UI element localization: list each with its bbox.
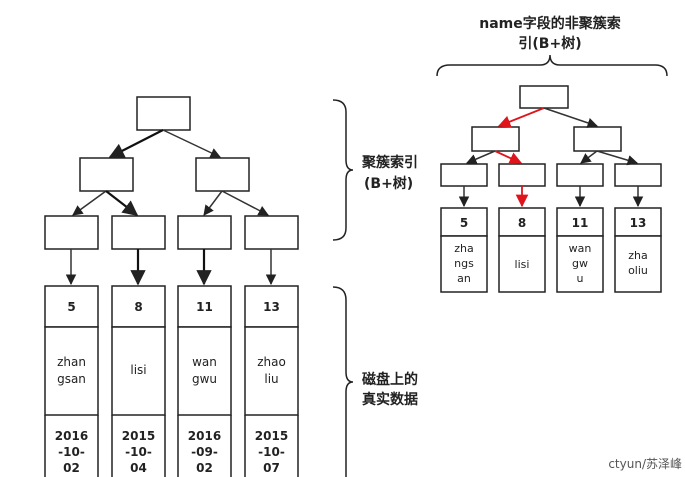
secondary-leaf-node — [498, 163, 546, 187]
data-row: 11 wan gwu 2016 -09- 02 — [177, 285, 232, 477]
row-id: 13 — [263, 300, 280, 314]
row-name: gsan — [57, 372, 86, 386]
row-name: wan — [192, 355, 217, 369]
disk-data-label: 真实数据 — [362, 391, 418, 408]
row-date: 2016 — [188, 429, 221, 443]
row-name: ngs — [454, 257, 474, 270]
secondary-internal-node-right — [573, 126, 622, 152]
data-brace — [332, 286, 354, 477]
tree-edge — [108, 129, 164, 158]
row-date: -09- — [191, 445, 218, 459]
row-name: oliu — [628, 264, 648, 277]
clustered-label: 聚簇索引 — [361, 154, 418, 171]
secondary-leaf-node — [440, 163, 488, 187]
row-id: 13 — [630, 216, 647, 230]
secondary-brace — [436, 54, 668, 77]
row-name: gw — [572, 257, 588, 270]
tree-edge — [466, 150, 496, 165]
row-date: 02 — [63, 461, 80, 475]
secondary-leaf-node — [556, 163, 604, 187]
tree-edge — [596, 150, 639, 166]
secondary-data-rows: 5 zha ngs an 8 lisi 11 wan gw u 13 zha o… — [440, 207, 662, 293]
data-row: 5 zhan gsan 2016 -10- 02 — [44, 285, 99, 477]
row-id: 11 — [572, 216, 589, 230]
row-name: zha — [454, 242, 474, 255]
secondary-root-node — [519, 85, 569, 109]
row-name: gwu — [192, 372, 217, 386]
secondary-tree — [440, 85, 662, 208]
clustered-data-rows: 5 zhan gsan 2016 -10- 02 8 lisi 2015 -10… — [44, 285, 299, 477]
row-name: lisi — [515, 258, 530, 271]
row-date: -10- — [125, 445, 152, 459]
clustered-label: (B+树) — [364, 175, 413, 192]
row-id: 8 — [518, 216, 526, 230]
row-date: -10- — [258, 445, 285, 459]
tree-edge — [221, 190, 269, 216]
row-date: 2015 — [122, 429, 155, 443]
row-date: -10- — [58, 445, 85, 459]
tree-edge — [72, 190, 107, 216]
clustered-internal-node-left — [79, 157, 134, 192]
index-brace — [332, 99, 354, 241]
secondary-row: 8 lisi — [498, 207, 546, 293]
row-date: 07 — [263, 461, 280, 475]
row-date: 04 — [130, 461, 147, 475]
secondary-row: 13 zha oliu — [614, 207, 662, 293]
watermark: ctyun/苏泽峰 — [608, 457, 682, 471]
row-id: 5 — [67, 300, 75, 314]
row-name: liu — [264, 372, 278, 386]
tree-edge — [580, 150, 598, 164]
row-date: 2015 — [255, 429, 288, 443]
clustered-leaf-node — [177, 215, 232, 250]
secondary-title: 引(B+树) — [518, 35, 581, 52]
tree-edge — [105, 190, 139, 216]
row-name: wan — [569, 242, 592, 255]
disk-data-label: 磁盘上的 — [362, 371, 418, 388]
secondary-title: name字段的非聚簇索 — [479, 15, 621, 32]
tree-edge — [162, 129, 221, 158]
data-row: 13 zhao liu 2015 -10- 07 — [244, 285, 299, 477]
secondary-row: 11 wan gw u — [556, 207, 604, 293]
clustered-leaf-node — [44, 215, 99, 250]
secondary-leaf-node — [614, 163, 662, 187]
tree-edge — [203, 190, 223, 216]
row-id: 5 — [460, 216, 468, 230]
row-name: lisi — [130, 363, 146, 377]
row-id: 8 — [134, 300, 142, 314]
clustered-root-node — [136, 96, 191, 131]
clustered-leaf-node — [111, 215, 166, 250]
row-name: zhao — [257, 355, 286, 369]
search-path-edge — [497, 107, 545, 128]
search-path-edge — [494, 150, 523, 164]
row-name: zha — [628, 249, 648, 262]
secondary-row: 5 zha ngs an — [440, 207, 488, 293]
row-name: an — [457, 272, 471, 285]
row-name: zhan — [57, 355, 86, 369]
row-date: 2016 — [55, 429, 88, 443]
tree-edge — [543, 107, 598, 128]
clustered-leaf-node — [244, 215, 299, 250]
row-date: 02 — [196, 461, 213, 475]
data-row: 8 lisi 2015 -10- 04 — [111, 285, 166, 477]
row-id: 11 — [196, 300, 213, 314]
clustered-internal-node-right — [195, 157, 250, 192]
secondary-internal-node-left — [471, 126, 520, 152]
clustered-tree — [44, 96, 299, 286]
row-name: u — [577, 272, 584, 285]
